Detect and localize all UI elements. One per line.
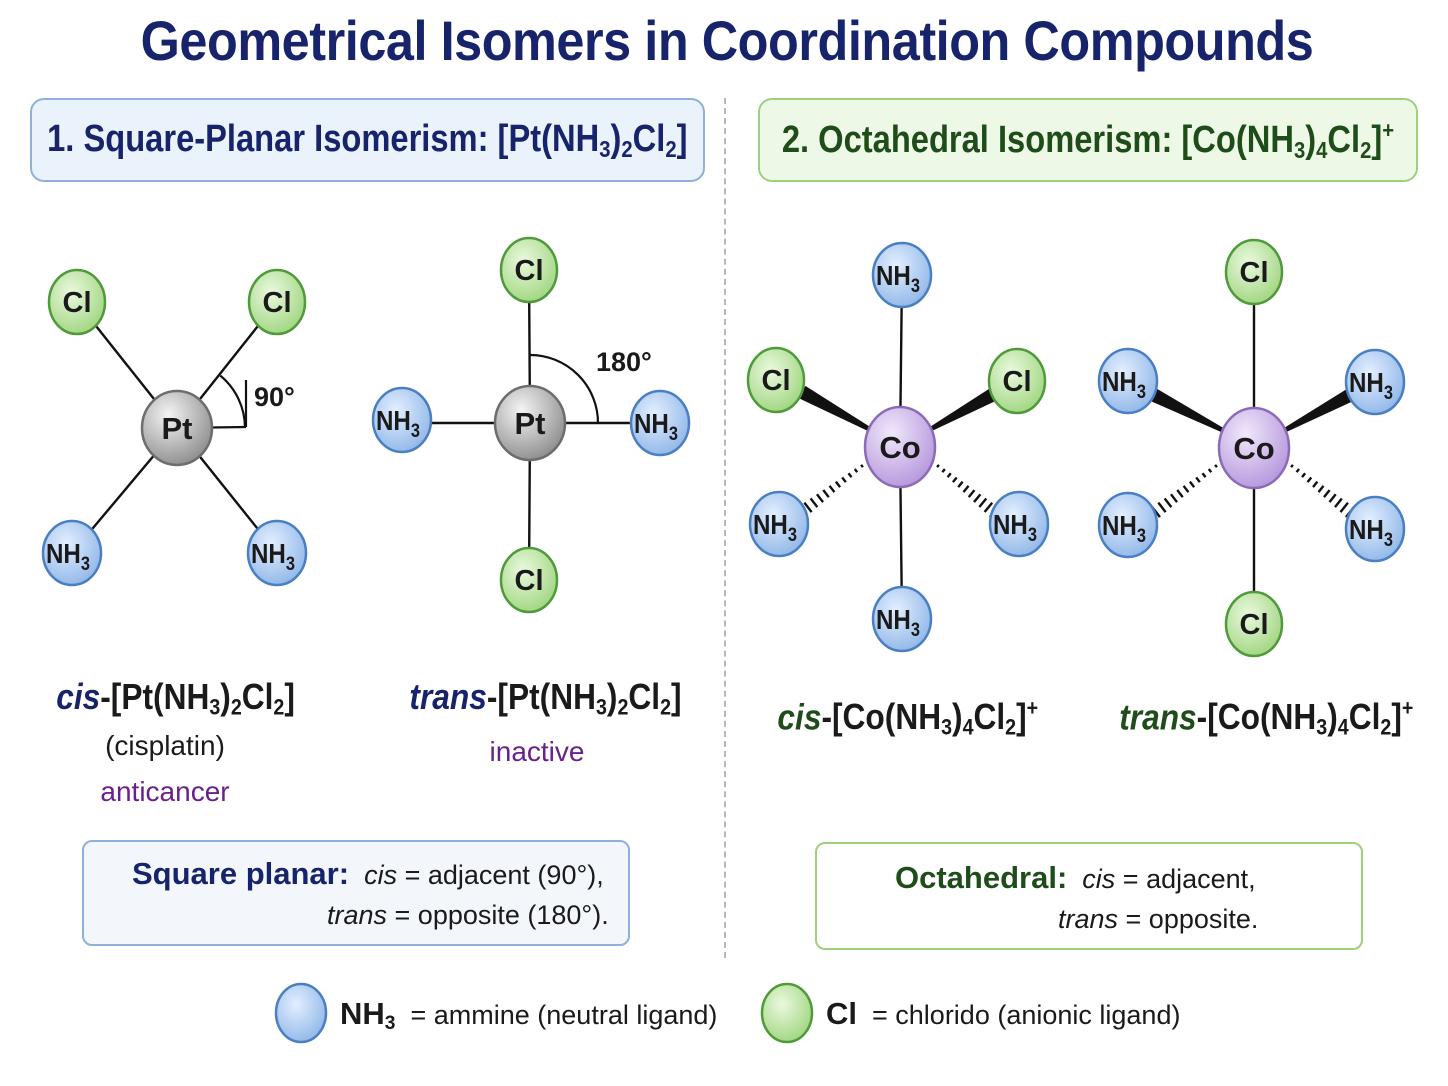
- cl-symbol: Cl: [1240, 609, 1269, 641]
- cis-pt-cl-1: Cl: [47, 268, 107, 336]
- cis-pt-formula: -[Pt(NH3)2Cl2]: [100, 676, 295, 720]
- cis-co-nh3-bottom: NH3: [871, 585, 933, 653]
- cis-co-hash-left: [797, 464, 864, 518]
- square-planar-note: Square planar: cis = adjacent (90°), tra…: [82, 840, 630, 946]
- trans-co-formula: -[Co(NH3)4Cl2]+: [1196, 696, 1414, 740]
- nh3-symbol: NH3: [1102, 366, 1146, 403]
- trans-pt-cl-bottom: Cl: [499, 546, 559, 614]
- cl-symbol: Cl: [515, 255, 544, 287]
- square-planar-note-text2: trans = opposite (180°).: [327, 900, 609, 930]
- trans-co-center: Co: [1217, 406, 1291, 490]
- trans-co-hash-right: [1290, 464, 1355, 518]
- trans-co-hash-left: [1151, 464, 1218, 518]
- pt-symbol: Pt: [162, 411, 193, 446]
- square-planar-note-line2: trans = opposite (180°).: [327, 900, 609, 931]
- trans-pt-angle-label: 180°: [596, 347, 652, 377]
- cl-symbol: Cl: [762, 365, 791, 397]
- cis-pt-angle-arc: [219, 374, 247, 429]
- cl-symbol: Cl: [1240, 257, 1269, 289]
- cis-co-wedge-left: [798, 385, 881, 437]
- cis-pt-prefix: cis: [56, 676, 101, 717]
- cis-co-cl-right: Cl: [987, 347, 1047, 415]
- trans-co-cl-bottom: Cl: [1224, 590, 1284, 658]
- cis-co-nh3-left: NH3: [748, 490, 810, 558]
- trans-pt-prefix: trans: [409, 676, 487, 717]
- octahedral-heading-formula: [Co(NH3)4Cl2]+: [1181, 116, 1395, 163]
- legend-nh3-symbol: NH3: [340, 996, 396, 1034]
- cis-co-hash-right: [936, 464, 1000, 518]
- octahedral-note-key: Octahedral:: [895, 860, 1068, 895]
- square-planar-heading-formula: [Pt(NH3)2Cl2]: [497, 117, 688, 162]
- cis-pt-center: Pt: [140, 389, 214, 467]
- cis-pt-activity: anticancer: [100, 776, 230, 807]
- cis-pt-nh3-2: NH3: [246, 519, 308, 587]
- cis-co-prefix: cis: [777, 696, 822, 738]
- legend-nh3-swatch: [274, 982, 328, 1044]
- square-planar-note-line1: Square planar: cis = adjacent (90°),: [132, 856, 604, 892]
- cis-pt-angle-label: 90°: [254, 382, 295, 412]
- trans-co-name: trans-[Co(NH3)4Cl2]+: [1119, 696, 1413, 741]
- legend-cl-description: = chlorido (anionic ligand): [872, 1000, 1181, 1030]
- octahedral-note-text2: trans = opposite.: [1058, 904, 1259, 934]
- cis-co-nh3-right: NH3: [988, 490, 1050, 558]
- square-planar-heading-prefix: 1. Square-Planar Isomerism:: [47, 117, 498, 160]
- trans-pt-cl-top: Cl: [499, 236, 559, 304]
- trans-pt-nh3-right: NH3: [629, 389, 691, 457]
- octahedral-note-line1: Octahedral: cis = adjacent,: [895, 860, 1256, 896]
- trans-co-wedge-left: [1148, 387, 1235, 438]
- cis-pt-cl-2: Cl: [247, 268, 307, 336]
- nh3-symbol: NH3: [46, 538, 90, 575]
- trans-co-prefix: trans: [1119, 696, 1197, 738]
- legend-cl: Cl = chlorido (anionic ligand): [826, 996, 1180, 1032]
- legend-cl-symbol: Cl: [826, 996, 857, 1031]
- trans-pt-nh3-left: NH3: [371, 386, 433, 454]
- octahedral-heading: 2. Octahedral Isomerism: [Co(NH3)4Cl2]+: [758, 98, 1418, 182]
- pt-symbol: Pt: [515, 406, 546, 441]
- cl-symbol: Cl: [263, 287, 292, 319]
- trans-co-wedge-right: [1273, 387, 1356, 438]
- octahedral-note: Octahedral: cis = adjacent, trans = oppo…: [815, 842, 1363, 950]
- trans-co-cl-top: Cl: [1224, 238, 1284, 306]
- octahedral-note-text1: cis = adjacent,: [1082, 864, 1256, 894]
- cis-co-wedge-right: [919, 387, 998, 437]
- co-symbol: Co: [1233, 431, 1274, 466]
- trans-pt-angle-arc: [529, 353, 600, 424]
- square-planar-note-text1: cis = adjacent (90°),: [364, 860, 604, 890]
- octahedral-note-line2: trans = opposite.: [1058, 904, 1258, 935]
- cl-symbol: Cl: [63, 287, 92, 319]
- section-divider: [724, 98, 726, 958]
- cis-co-nh3-top: NH3: [871, 241, 933, 309]
- trans-co-nh3-upper-right: NH3: [1344, 348, 1406, 416]
- cis-co-center: Co: [863, 405, 937, 489]
- legend-cl-swatch: [760, 982, 814, 1044]
- square-planar-note-key: Square planar:: [132, 856, 350, 891]
- cis-co-name: cis-[Co(NH3)4Cl2]+: [777, 696, 1038, 741]
- legend-nh3: NH3 = ammine (neutral ligand): [340, 996, 717, 1035]
- trans-co-nh3-lower-right: NH3: [1344, 495, 1406, 563]
- page-title: Geometrical Isomers in Coordination Comp…: [140, 9, 1314, 72]
- octahedral-heading-prefix: 2. Octahedral Isomerism:: [781, 118, 1182, 161]
- legend-nh3-description: = ammine (neutral ligand): [410, 1000, 718, 1030]
- cis-co-formula: -[Co(NH3)4Cl2]+: [821, 696, 1039, 740]
- co-symbol: Co: [879, 430, 920, 465]
- trans-pt-activity: inactive: [489, 736, 585, 767]
- square-planar-heading: 1. Square-Planar Isomerism: [Pt(NH3)2Cl2…: [30, 98, 705, 182]
- trans-co-nh3-upper-left: NH3: [1097, 347, 1159, 415]
- cl-symbol: Cl: [515, 565, 544, 597]
- cis-pt-nh3-1: NH3: [41, 519, 103, 587]
- cisplatin-label: (cisplatin): [40, 730, 290, 762]
- cis-co-cl-left: Cl: [746, 346, 806, 414]
- trans-pt-center: Pt: [493, 384, 567, 462]
- trans-pt-name: trans-[Pt(NH3)2Cl2]: [409, 676, 681, 721]
- cis-pt-name: cis-[Pt(NH3)2Cl2]: [56, 676, 295, 721]
- cisplatin-common-name: (cisplatin): [105, 730, 225, 761]
- cl-symbol: Cl: [1003, 366, 1032, 398]
- trans-co-nh3-lower-left: NH3: [1097, 491, 1159, 559]
- trans-pt-formula: -[Pt(NH3)2Cl2]: [486, 676, 682, 720]
